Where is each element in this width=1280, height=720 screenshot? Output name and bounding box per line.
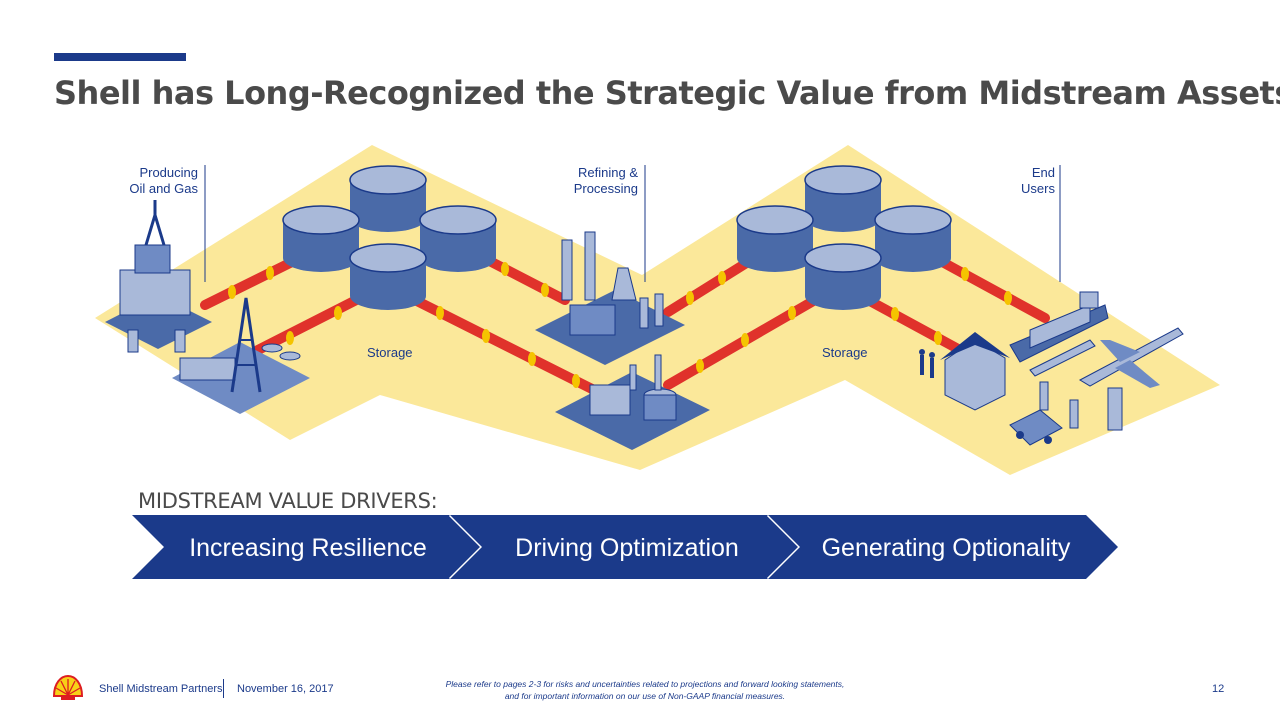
drivers-heading: MIDSTREAM VALUE DRIVERS: [138,489,438,513]
storage-tank [349,165,427,232]
pipeline-segment [863,295,965,355]
footer: Shell Midstream Partners November 16, 20… [0,668,1280,708]
chevron-label: Generating Optionality [822,534,1071,562]
pipe-joint [891,307,899,321]
storage-tank [419,205,497,272]
pipe-joint [741,333,749,347]
pipe-joint [961,267,969,281]
pipelines [200,250,1050,397]
pipeline-segment [253,288,375,355]
pipeline-segment [663,257,753,317]
footer-date: November 16, 2017 [237,683,334,695]
label-end-users-line2: Users [1021,181,1055,196]
storage-tank [804,243,882,310]
label-refining-line2: Processing [574,181,638,196]
pipeline-segment [930,253,1050,323]
pipe-joint [286,331,294,345]
midstream-diagram: Producing Oil and Gas Refining & Process… [95,145,1220,475]
chevron-label: Increasing Resilience [189,534,427,562]
storage-tanks-right [736,165,952,310]
airplane-icon [1078,327,1184,388]
pipe-joint [934,331,942,345]
label-producing: Producing Oil and Gas [129,165,206,282]
label-storage-right: Storage [822,345,868,360]
pipe-joint [436,306,444,320]
pipe-joint [482,329,490,343]
label-producing-line1: Producing [139,165,198,180]
pipeline-segment [200,253,305,310]
shell-pecten-logo [52,674,84,700]
chevron-generating-optionality: Generating Optionality [768,515,1118,579]
pipe-joint [686,291,694,305]
disclaimer-line-1: Please refer to pages 2-3 for risks and … [445,679,845,689]
people-icon [919,349,935,378]
pipe-joint [228,285,236,299]
label-storage-left: Storage [367,345,413,360]
pipe-joints [228,262,1012,388]
refinery-icon [535,231,685,365]
storage-tank [349,243,427,310]
page-number: 12 [1212,683,1225,695]
car-icon [1009,409,1063,446]
label-refining: Refining & Processing [574,165,646,282]
pipe-joint [541,283,549,297]
footer-disclaimer: Please refer to pages 2-3 for risks and … [390,678,900,702]
pipe-joint [572,374,580,388]
pipe-joint [1004,291,1012,305]
chevron-label: Driving Optimization [515,534,739,562]
pipe-joint [528,352,536,366]
storage-tank [874,205,952,272]
title-accent-bar [54,53,186,61]
pipe-joint [334,306,342,320]
pipe-joint [696,359,704,373]
label-end-users-line1: End [1032,165,1055,180]
processing-plant-icon [555,354,710,450]
storage-tanks-left [282,165,497,310]
storage-tank [282,205,360,272]
pipeline-segment [410,295,603,397]
footer-brand: Shell Midstream Partners [99,683,223,695]
oil-derrick-icon [172,297,310,414]
label-refining-line1: Refining & [578,165,638,180]
pipe-joint [266,266,274,280]
chevron-increasing-resilience: Increasing Resilience [132,515,485,579]
footer-separator [223,679,224,698]
storage-tank [736,205,814,272]
offshore-platform-icon [105,200,212,353]
value-drivers-chevrons: Increasing Resilience Driving Optimizati… [132,515,1118,579]
pipe-joint [718,271,726,285]
gas-station-icon [1029,339,1123,431]
pipe-joint [788,306,796,320]
label-producing-line2: Oil and Gas [129,181,198,196]
page-title: Shell has Long-Recognized the Strategic … [54,74,1280,112]
pipe-joint [501,262,509,276]
house-icon [940,332,1010,411]
tanker-ship-icon [1009,291,1109,363]
storage-tank [804,165,882,232]
chevron-driving-optimization: Driving Optimization [450,515,803,579]
label-end-users: End Users [1021,165,1061,282]
disclaimer-line-2: and for important information on our use… [504,691,786,701]
